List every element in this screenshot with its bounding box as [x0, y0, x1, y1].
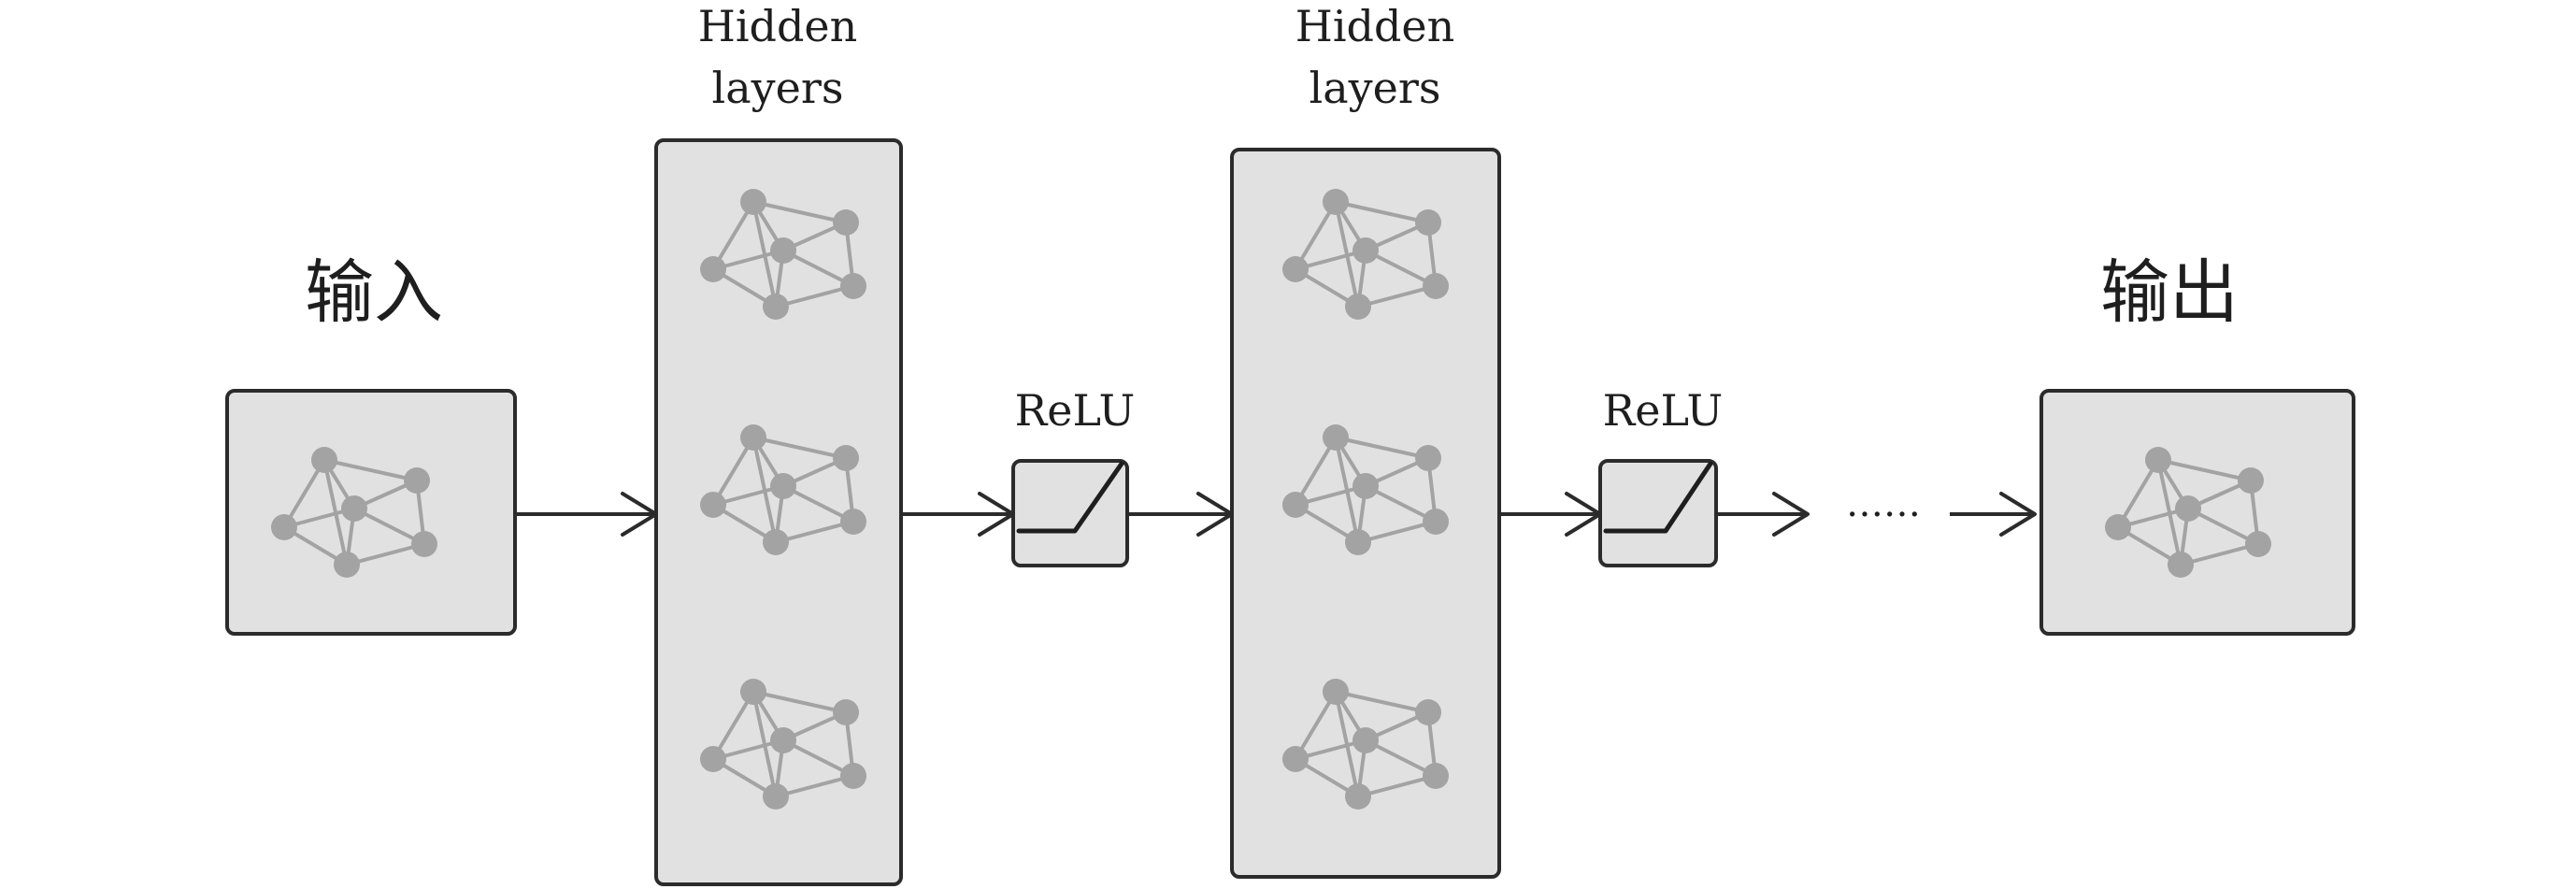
relu-1-box	[1011, 459, 1129, 567]
relu-icon	[1603, 461, 1713, 534]
arrow-hidden-1-to-relu-1	[901, 492, 1015, 537]
relu-icon	[1016, 461, 1124, 534]
relu-1-label: ReLU	[1015, 385, 1136, 436]
arrow-relu-2-to-ellipsis	[1716, 492, 1810, 537]
ellipsis: ……	[1846, 482, 1921, 525]
arrow-input-to-hidden-1	[515, 492, 658, 537]
arrow-hidden-2-to-relu-2	[1499, 492, 1602, 537]
hidden-block-2	[1230, 148, 1501, 879]
output-box	[2039, 389, 2355, 636]
relu-2-box	[1598, 459, 1718, 567]
hidden-block-2-label-line1: Hidden	[1295, 1, 1455, 51]
relu-2-label: ReLU	[1603, 385, 1724, 436]
input-label: 输入	[305, 252, 443, 333]
output-label: 输出	[2100, 252, 2239, 333]
hidden-block-1-label-line1: Hidden	[698, 1, 858, 51]
hidden-block-1	[654, 138, 903, 886]
input-box	[225, 389, 517, 636]
hidden-block-2-label-line2: layers	[1309, 63, 1441, 113]
hidden-block-1-label-line2: layers	[712, 63, 844, 113]
arrow-ellipsis-to-output	[1950, 492, 2037, 537]
arrow-relu-1-to-hidden-2	[1127, 492, 1234, 537]
